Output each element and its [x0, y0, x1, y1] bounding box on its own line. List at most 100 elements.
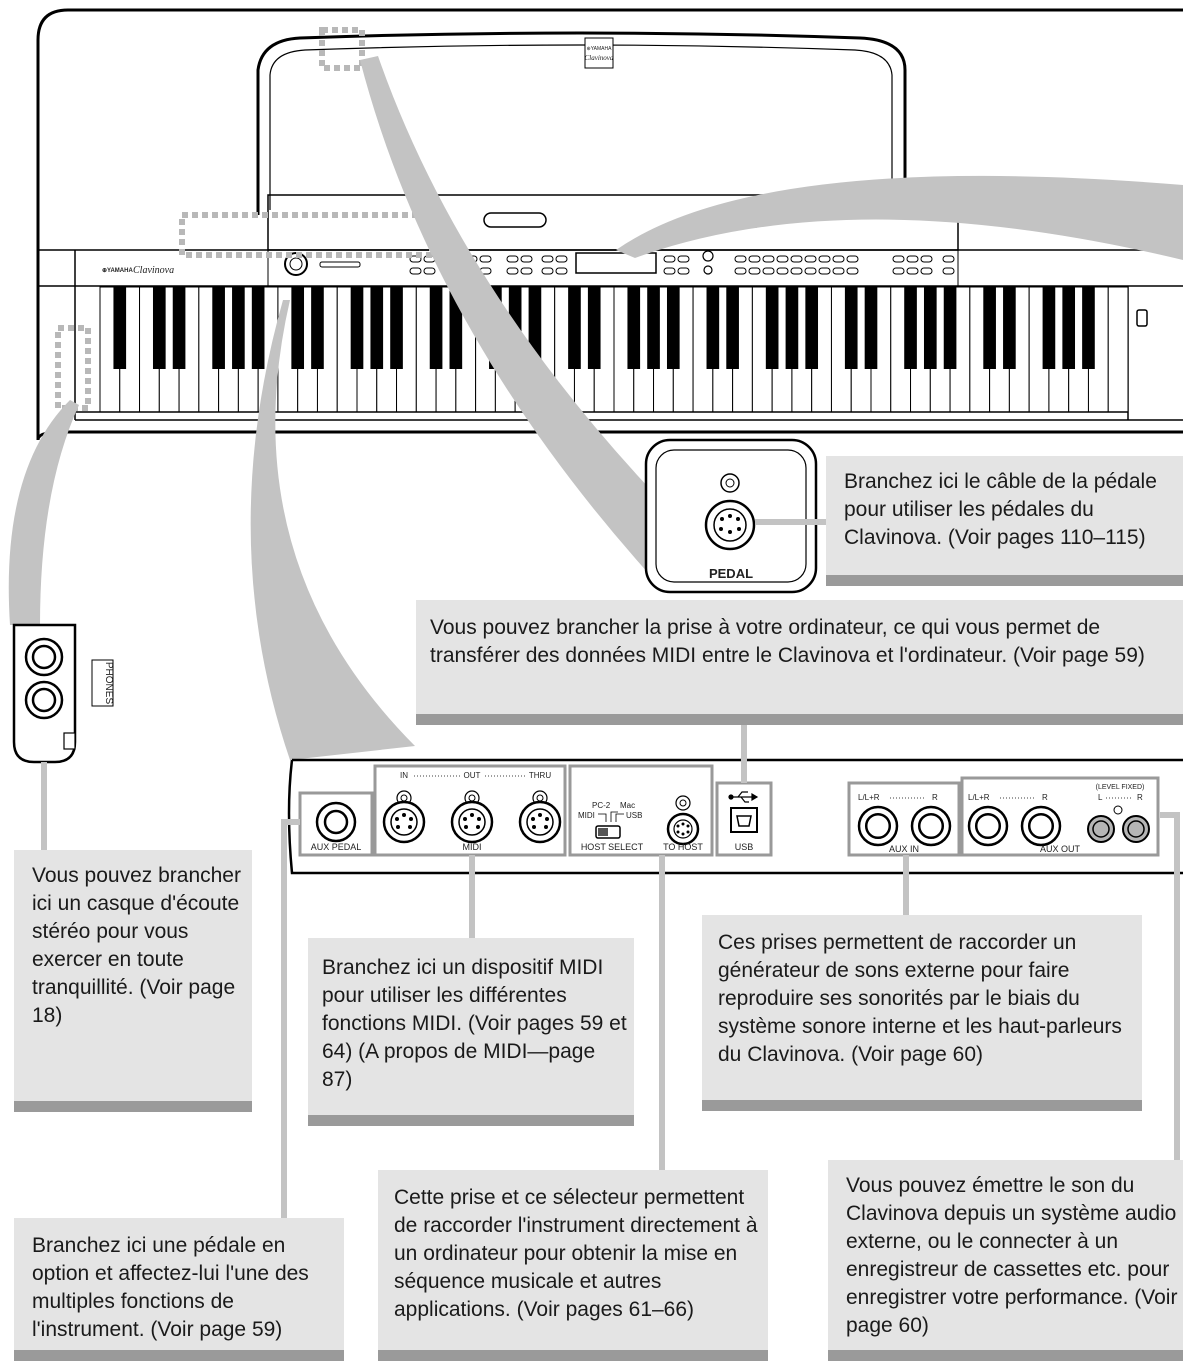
panel-button [734, 267, 747, 275]
panel-button [846, 267, 859, 275]
aux-pedal-label: AUX PEDAL [311, 842, 362, 852]
usb-switch-label: USB [626, 811, 642, 820]
black-key [1003, 287, 1016, 369]
black-key [390, 287, 403, 369]
panel-button [423, 267, 436, 275]
level-fixed-jack-r [1122, 815, 1150, 843]
to-host-callout-text: Cette prise et ce sélecteur permettent d… [394, 1186, 758, 1321]
panel-button [520, 255, 533, 263]
panel-button [818, 255, 831, 263]
host-select-label: HOST SELECT [581, 842, 644, 852]
black-key [726, 287, 739, 369]
panel-button [790, 267, 803, 275]
aux-out-lr-label: L/L+R [968, 793, 990, 802]
black-key [706, 287, 720, 369]
phones-panel: PHONES [12, 623, 114, 764]
aux-pedal-jack [315, 801, 357, 843]
aux-out-callout: Vous pouvez émettre le son du Clavinova … [828, 1160, 1183, 1361]
panel-button [804, 255, 817, 263]
aux-pedal-callout: Branchez ici une pédale en option et aff… [14, 1218, 344, 1361]
panel-button [804, 267, 817, 275]
black-key [943, 287, 957, 369]
panel-button [906, 267, 919, 275]
panel-button [663, 255, 676, 263]
black-key [805, 287, 819, 369]
panel-button [776, 255, 789, 263]
midi-out-jack [450, 800, 494, 844]
midi-out-label: OUT [464, 771, 481, 780]
black-key [983, 287, 996, 369]
black-key [251, 287, 265, 369]
pedal-callout-text: Branchez ici le câble de la pédale pour … [844, 470, 1157, 549]
panel-button [479, 255, 492, 263]
black-key [568, 287, 581, 369]
mac-label: Mac [620, 801, 635, 810]
aux-in-lr-label: L/L+R [858, 793, 880, 802]
level-fixed-label: (LEVEL FIXED) [1096, 784, 1145, 791]
usb-label: USB [735, 842, 754, 852]
aux-in-label: AUX IN [889, 844, 919, 854]
panel-button [776, 267, 789, 275]
midi-callout: Branchez ici un dispositif MIDI pour uti… [308, 938, 634, 1126]
panel-button [409, 255, 422, 263]
midi-in-label: IN [400, 771, 408, 780]
midi-thru-label: THRU [529, 771, 551, 780]
midi-switch-label: MIDI [578, 811, 595, 820]
level-l-label: L [1098, 793, 1103, 802]
panel-button [663, 267, 676, 275]
phones-jack-1 [24, 637, 64, 677]
panel-button [506, 255, 519, 263]
white-key [1107, 286, 1129, 413]
pedal-din-jack [704, 499, 756, 551]
phones-callout: Vous pouvez brancher ici un casque d'éco… [14, 850, 252, 1112]
music-stand [256, 31, 907, 215]
aux-in-callout: Ces prises permettent de raccorder un gé… [702, 915, 1142, 1111]
panel-button [906, 255, 919, 263]
panel-button [942, 267, 955, 275]
panel-button [846, 255, 859, 263]
to-host-callout: Cette prise et ce sélecteur permettent d… [378, 1170, 768, 1361]
rear-connector-panel: AUX PEDAL IN OUT THRU MIDI PC-2 MIDI Mac… [287, 758, 1183, 875]
black-key [904, 287, 917, 369]
black-key [232, 287, 245, 369]
aux-in-r-label: R [932, 793, 938, 802]
panel-button [762, 255, 775, 263]
midi-label: MIDI [463, 842, 482, 852]
to-host-jack [666, 812, 700, 846]
panel-button [832, 267, 845, 275]
black-key [370, 287, 384, 369]
phones-label: PHONES [103, 662, 114, 705]
black-key [429, 287, 443, 369]
panel-button [555, 267, 568, 275]
keyboard [75, 286, 1129, 413]
aux-in-jack-lr [857, 805, 899, 847]
phones-callout-text: Vous pouvez brancher ici un casque d'éco… [32, 864, 241, 1027]
pedal-callout: Branchez ici le câble de la pédale pour … [826, 456, 1183, 586]
panel-button [748, 255, 761, 263]
rear-panel-highlight [179, 212, 435, 258]
usb-port [730, 807, 758, 833]
black-key [212, 287, 225, 369]
black-key [1062, 287, 1076, 369]
panel-button [677, 255, 690, 263]
black-key [785, 287, 799, 369]
black-key [1082, 287, 1095, 369]
panel-button [942, 255, 955, 263]
phones-jack-2 [24, 680, 64, 720]
level-fixed-jack-l [1087, 815, 1115, 843]
black-key [666, 287, 680, 369]
panel-button [892, 267, 905, 275]
pedal-port-highlight [319, 27, 365, 71]
usb-callout-text: Vous pouvez brancher la prise à votre or… [430, 616, 1145, 667]
black-key [1042, 287, 1056, 369]
black-key [291, 287, 305, 369]
black-key [172, 287, 186, 369]
pedal-label: PEDAL [709, 566, 753, 581]
zoom-beams [8, 56, 1183, 760]
black-key [113, 287, 127, 369]
panel-dial [702, 250, 714, 262]
midi-callout-text: Branchez ici un dispositif MIDI pour uti… [322, 956, 627, 1091]
panel-button [506, 267, 519, 275]
pedal-connector-panel: PEDAL [644, 438, 818, 594]
